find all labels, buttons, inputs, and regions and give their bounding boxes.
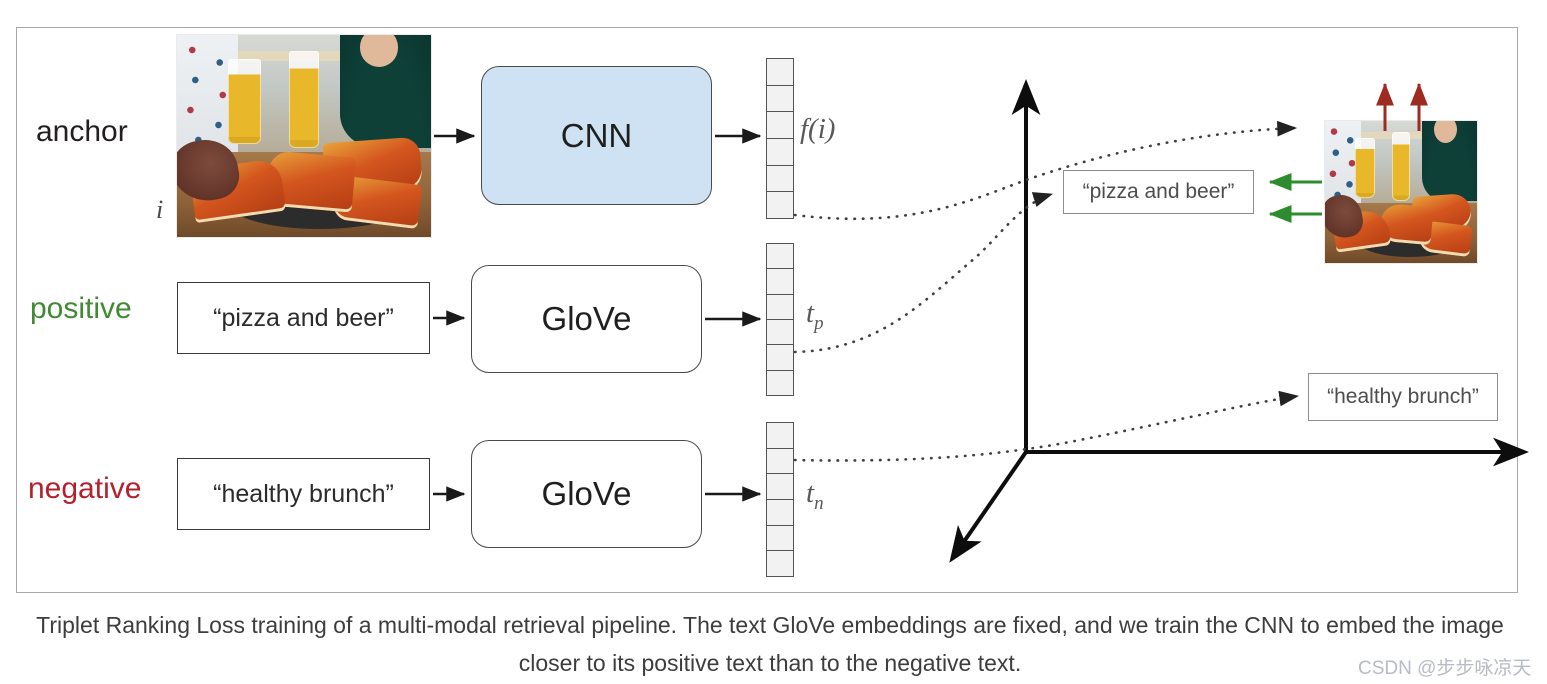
vector-cell	[767, 448, 793, 475]
photo-person	[1422, 121, 1477, 201]
photo-beer-glass-2	[1391, 132, 1411, 201]
anchor-image	[177, 35, 431, 237]
vector-cell	[767, 551, 793, 577]
vector-cell	[767, 244, 793, 270]
vector-cell	[767, 474, 793, 501]
vector-cell	[767, 112, 793, 140]
vector-cell	[767, 192, 793, 219]
photo-beer-glass-1	[227, 59, 261, 145]
embedded-anchor-image	[1325, 121, 1477, 263]
vector-cell	[767, 59, 793, 86]
vector-cell	[767, 269, 793, 295]
caption-line-2: embed the image closer to its positive t…	[518, 612, 1504, 676]
vector-cell	[767, 85, 793, 113]
encoder-cnn: CNN	[481, 66, 712, 205]
vector-cell	[767, 139, 793, 166]
vector-cell	[767, 525, 793, 552]
row-label-anchor: anchor	[36, 115, 128, 148]
positive-text-box: “pizza and beer”	[177, 282, 430, 354]
embedding-vector-positive	[766, 243, 794, 396]
vector-cell	[767, 319, 793, 346]
vector-cell	[767, 294, 793, 320]
embedding-label-positive-sub: p	[814, 312, 824, 334]
vector-cell	[767, 345, 793, 371]
embedding-label-negative-base: t	[806, 477, 815, 509]
anchor-symbol-i: i	[156, 195, 164, 224]
encoder-glove-positive: GloVe	[471, 265, 702, 373]
embedding-label-negative-sub: n	[814, 492, 824, 514]
embedding-vector-negative	[766, 422, 794, 577]
embedding-vector-anchor	[766, 58, 794, 219]
photo-person	[339, 35, 431, 149]
vector-cell	[767, 500, 793, 526]
embedding-label-positive: tp	[806, 297, 824, 335]
embedding-label-positive-base: t	[806, 297, 815, 329]
encoder-glove-negative: GloVe	[471, 440, 702, 548]
row-label-positive: positive	[30, 292, 132, 325]
photo-beer-glass-2	[288, 51, 320, 149]
negative-text-box: “healthy brunch”	[177, 458, 430, 530]
vector-cell	[767, 370, 793, 395]
vector-cell	[767, 165, 793, 193]
row-label-negative: negative	[28, 472, 142, 505]
caption-line-1: Triplet Ranking Loss training of a multi…	[36, 612, 1320, 638]
figure-caption: Triplet Ranking Loss training of a multi…	[20, 606, 1520, 682]
embedding-label-negative: tn	[806, 477, 824, 515]
embedding-label-anchor: f(i)	[800, 113, 836, 145]
embedded-positive-text-box: “pizza and beer”	[1063, 170, 1254, 214]
embedded-negative-text-box: “healthy brunch”	[1308, 373, 1498, 421]
vector-cell	[767, 423, 793, 449]
photo-beer-glass-1	[1355, 138, 1376, 198]
csdn-watermark: CSDN @步步咏凉天	[1358, 658, 1532, 679]
